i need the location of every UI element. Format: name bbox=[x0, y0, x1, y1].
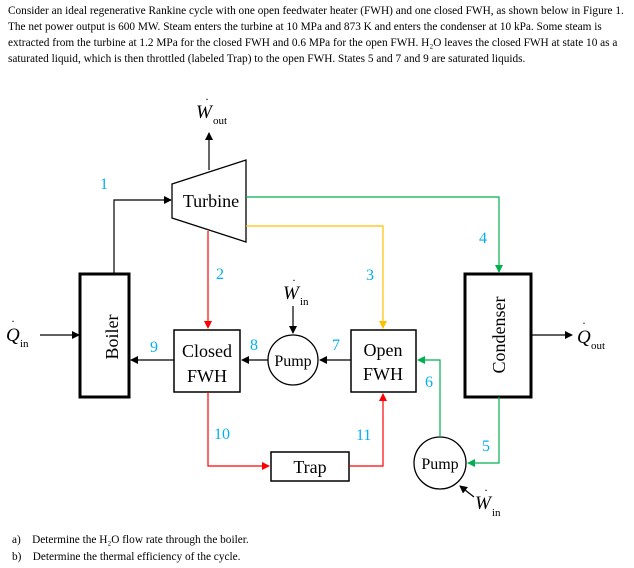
closed-fwh-label-line2: FWH bbox=[187, 366, 227, 386]
state-label-8: 8 bbox=[250, 337, 258, 354]
heat-in-subscript: in bbox=[20, 338, 29, 350]
state-label-4: 4 bbox=[479, 230, 487, 247]
pump-work-in-symbol: W bbox=[283, 283, 301, 304]
question-b: b) Determine the thermal efficiency of t… bbox=[12, 549, 249, 566]
boiler-box bbox=[78, 272, 131, 399]
work-out-subscript: out bbox=[213, 115, 227, 127]
pump-work-in-dot: · bbox=[292, 273, 296, 287]
condenser-label: Condenser bbox=[489, 297, 509, 374]
question-a-label: a) bbox=[12, 534, 21, 546]
trap-label: Trap bbox=[293, 457, 326, 477]
question-list: a) Determine the H₂O flow rate through t… bbox=[12, 532, 249, 566]
turbine-label: Turbine bbox=[183, 191, 239, 211]
line-state-1 bbox=[113, 196, 172, 274]
question-b-label: b) bbox=[12, 551, 22, 563]
question-b-text: Determine the thermal efficiency of the … bbox=[32, 551, 241, 563]
boiler-label: Boiler bbox=[102, 315, 122, 360]
condensate-pump-work-in-dot: · bbox=[484, 483, 488, 497]
state-label-2: 2 bbox=[216, 266, 224, 283]
heat-out-subscript: out bbox=[591, 340, 605, 352]
state-label-5: 5 bbox=[482, 438, 490, 455]
closed-fwh-label-line1: Closed bbox=[182, 341, 232, 361]
problem-statement: Consider an ideal regenerative Rankine c… bbox=[8, 3, 630, 67]
state-label-1: 1 bbox=[100, 176, 108, 193]
condensate-pump-label: Pump bbox=[421, 456, 458, 473]
heat-in-dot: · bbox=[11, 314, 15, 328]
trap-box bbox=[270, 451, 350, 482]
state-label-9: 9 bbox=[150, 339, 158, 356]
turbine-shape bbox=[171, 159, 247, 243]
line-state-5 bbox=[467, 397, 500, 467]
heat-out-symbol: Q bbox=[577, 327, 591, 348]
condensate-pump-work-arrow bbox=[459, 485, 475, 498]
line-state-6 bbox=[417, 356, 441, 437]
condensate-pump-work-in-symbol: W bbox=[475, 493, 493, 514]
line-state-10 bbox=[207, 392, 270, 470]
state-label-3: 3 bbox=[366, 267, 374, 284]
state-label-10: 10 bbox=[214, 426, 230, 443]
problem-paragraph: Consider an ideal regenerative Rankine c… bbox=[8, 5, 624, 65]
line-state-11 bbox=[349, 393, 387, 467]
state-label-6: 6 bbox=[425, 374, 433, 391]
heat-out-dot: · bbox=[582, 316, 586, 330]
work-out-dot: · bbox=[205, 92, 209, 106]
state-label-11: 11 bbox=[356, 427, 371, 444]
pump-work-in-subscript: in bbox=[300, 296, 309, 308]
closed-fwh-box bbox=[173, 329, 241, 393]
condensate-pump-work-in-subscript: in bbox=[492, 507, 501, 519]
question-a: a) Determine the H₂O flow rate through t… bbox=[12, 532, 249, 549]
state-label-7: 7 bbox=[332, 337, 340, 354]
open-fwh-label-line2: FWH bbox=[363, 364, 403, 384]
open-fwh-label-line1: Open bbox=[364, 340, 403, 360]
question-a-text: Determine the H₂O flow rate through the … bbox=[32, 534, 249, 546]
open-fwh-box bbox=[350, 329, 417, 393]
line-state-3 bbox=[246, 225, 387, 329]
heat-in-symbol: Q bbox=[6, 325, 20, 346]
work-out-symbol: W bbox=[196, 102, 214, 123]
middle-pump-label: Pump bbox=[274, 353, 311, 370]
condenser-box bbox=[463, 272, 533, 399]
line-state-4 bbox=[246, 196, 503, 273]
